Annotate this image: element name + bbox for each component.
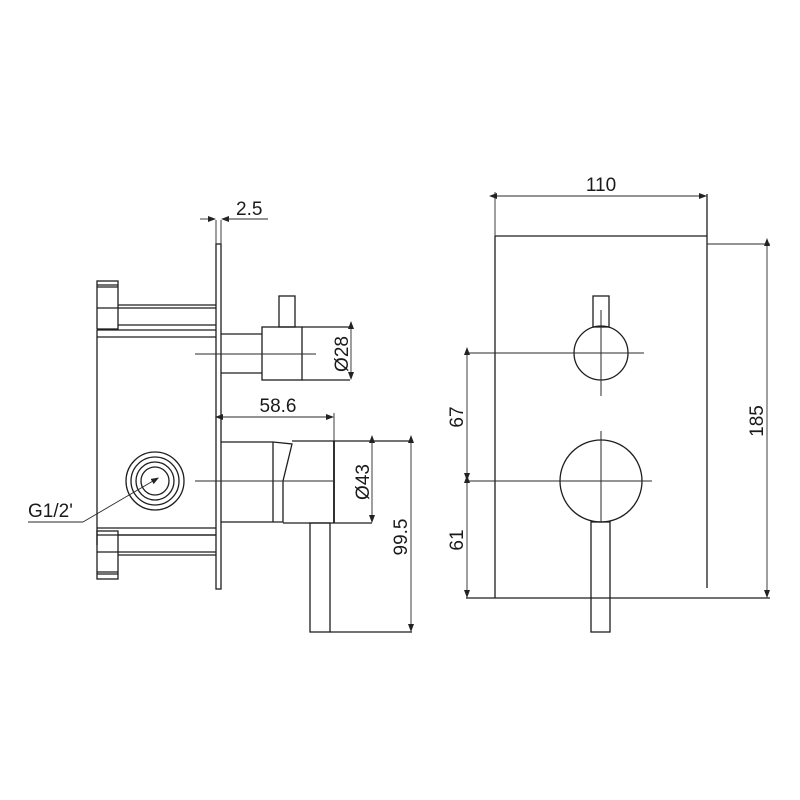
dim-plate-thickness: 2.5 [200,199,268,244]
inlet-thread-icon [125,451,185,511]
small-handle-diameter-label: Ø28 [332,336,353,372]
diverter-handle-side [195,295,350,381]
dim-large-handle-diameter: Ø43 [353,435,375,523]
dim-small-handle-diameter: Ø28 [332,321,354,380]
dim-handle-spacing: 67 [447,347,470,481]
body-depth-label: 58.6 [260,396,297,417]
dim-lower-handle-offset: 61 [447,475,470,598]
wall-plate-side [215,243,222,590]
plate-thickness-label: 2.5 [236,199,262,220]
handle-spacing-label: 67 [447,406,468,427]
plate-width-label: 110 [586,175,616,196]
lever-height-label: 99.5 [391,519,412,556]
large-handle-diameter-label: Ø43 [353,464,374,500]
mixer-handle-side [195,440,412,633]
front-view: 110 185 67 61 [447,175,770,633]
dim-plate-height: 185 [707,238,770,598]
bottom-mounting-flange [96,530,216,580]
dim-lever-height: 99.5 [391,435,414,632]
top-mounting-flange [96,280,216,330]
side-view: G1/2' [28,199,414,633]
lower-handle-offset-label: 61 [447,529,468,550]
dim-plate-width: 110 [489,175,707,236]
dim-body-depth: 58.6 [215,396,335,441]
valve-box [96,329,216,545]
diverter-handle-front [466,295,644,396]
plate-height-label: 185 [747,405,768,437]
inlet-thread-label: G1/2' [28,501,73,522]
mixer-handle-front [466,431,652,633]
